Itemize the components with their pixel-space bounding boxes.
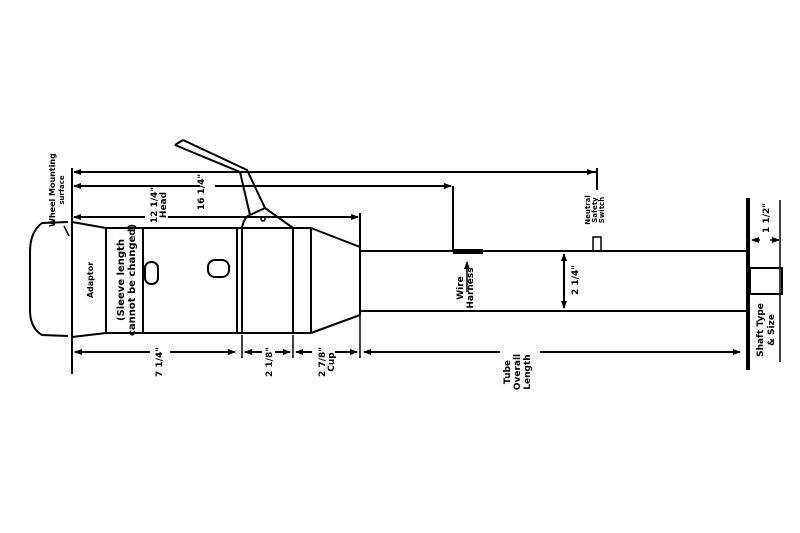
dim-2-1-4-label: 2 1/4" <box>571 265 581 295</box>
dim-16-1-4-label: 16 1/4" <box>197 174 207 210</box>
length-label: Length <box>523 354 533 389</box>
shift-lever <box>174 139 294 229</box>
neutral-safety-switch <box>592 236 602 252</box>
adaptor <box>71 221 107 338</box>
wire-label: Wire <box>456 276 466 300</box>
surface-label: surface <box>58 175 66 205</box>
safety-label: Safety <box>591 197 599 223</box>
sleeve-label-line1: (Sleeve length <box>116 239 127 321</box>
tube <box>359 247 748 315</box>
dim-7-1-4-label: 7 1/4" <box>155 347 165 377</box>
dim-2-7-8-label: 2 7/8" <box>318 347 328 377</box>
slot-oval-1 <box>144 261 159 285</box>
surface-pointer <box>63 225 70 237</box>
shaft <box>749 267 783 295</box>
bottom-dimensions <box>74 315 741 358</box>
cup-label: Cup <box>327 352 337 372</box>
column-head-body <box>105 227 312 334</box>
sleeve-label-line2: cannot be changed) <box>127 224 138 336</box>
switch-label: Switch <box>598 197 606 223</box>
dim-2-1-8-label: 2 1/8" <box>265 347 275 377</box>
wheel-mounting-label: Wheel Mounting <box>48 153 57 227</box>
cup <box>310 227 361 334</box>
tube-label: Tube <box>503 360 513 384</box>
and-size-label: & Size <box>767 314 777 346</box>
top-dimensions <box>73 168 598 252</box>
neutral-label: Neutral <box>584 195 592 225</box>
dim-1-1-2-label: 1 1/2" <box>762 203 772 233</box>
wire-harness <box>453 249 483 254</box>
adaptor-label: Adaptor <box>86 262 95 298</box>
head-label: Head <box>159 192 169 218</box>
harness-label: Harness <box>466 267 476 308</box>
shaft-type-label: Shaft Type <box>756 303 766 357</box>
overall-label: Overall <box>513 354 523 390</box>
wheel-cap <box>29 221 69 337</box>
slot-oval-2 <box>207 259 230 278</box>
dim-12-1-4-label: 12 1/4" <box>150 187 160 223</box>
